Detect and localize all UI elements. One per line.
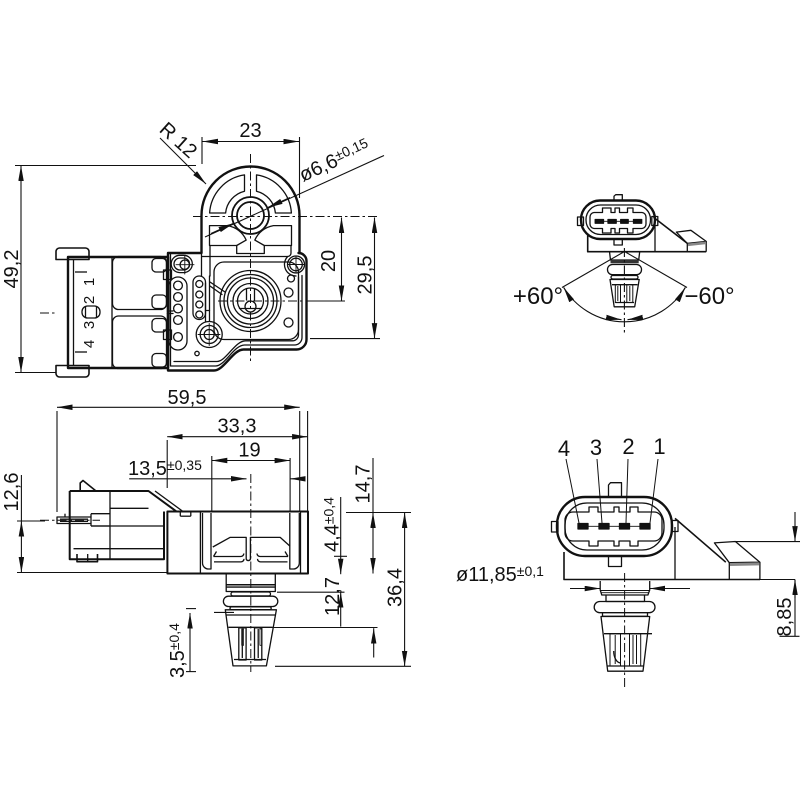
svg-text:−60°: −60° xyxy=(684,283,734,310)
svg-text:14,7: 14,7 xyxy=(353,465,375,504)
svg-text:12,6: 12,6 xyxy=(1,473,23,512)
svg-text:29,5: 29,5 xyxy=(355,256,377,295)
svg-text:8,85: 8,85 xyxy=(774,598,796,637)
svg-text:1: 1 xyxy=(81,278,98,286)
svg-text:12,7: 12,7 xyxy=(322,577,344,616)
svg-text:23: 23 xyxy=(239,120,261,142)
svg-text:1: 1 xyxy=(653,434,665,459)
svg-text:4: 4 xyxy=(81,340,98,348)
svg-text:4: 4 xyxy=(558,436,570,461)
svg-text:3: 3 xyxy=(590,435,602,460)
svg-text:59,5: 59,5 xyxy=(168,387,207,409)
svg-text:20: 20 xyxy=(318,250,340,272)
svg-text:2: 2 xyxy=(622,434,634,459)
svg-text:36,4: 36,4 xyxy=(385,568,407,607)
svg-text:49,2: 49,2 xyxy=(1,250,23,289)
svg-text:19: 19 xyxy=(238,440,260,462)
svg-text:33,3: 33,3 xyxy=(218,416,257,438)
svg-text:3: 3 xyxy=(81,321,98,329)
svg-text:+60°: +60° xyxy=(513,283,563,310)
svg-text:2: 2 xyxy=(81,296,98,304)
